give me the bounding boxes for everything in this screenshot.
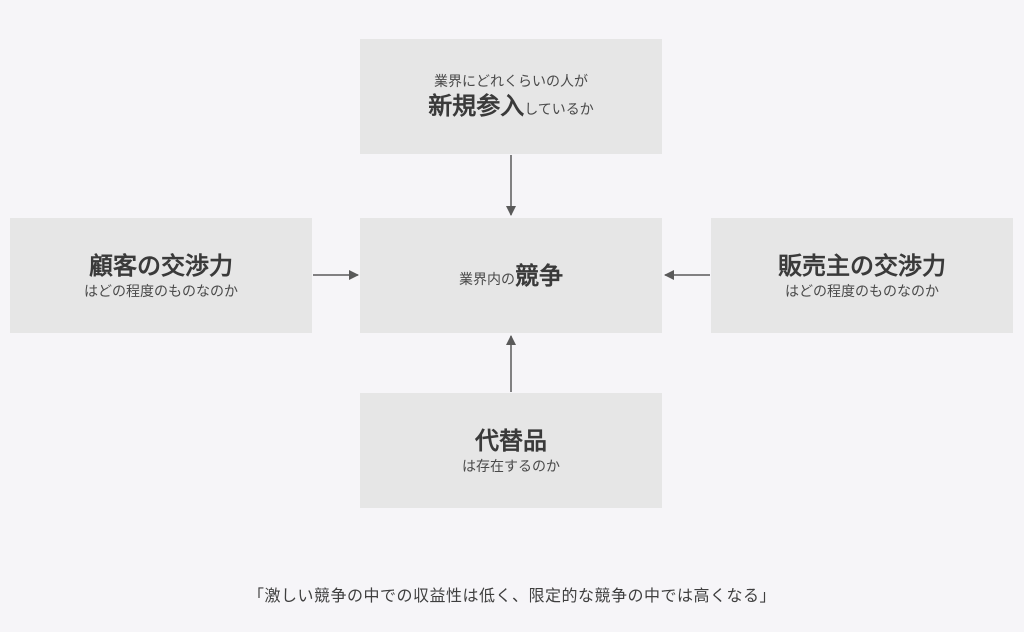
substitutes-title: 代替品	[475, 426, 547, 455]
rivalry-prefix: 業界内の	[459, 271, 515, 288]
rivalry-box: 業界内の 競争	[360, 218, 662, 333]
substitutes-sub: は存在するのか	[462, 458, 560, 475]
buyer-power-box: 顧客の交渉力 はどの程度のものなのか	[10, 218, 312, 333]
new-entrants-emphasis: 新規参入	[428, 91, 525, 120]
buyer-power-sub: はどの程度のものなのか	[84, 283, 238, 300]
substitutes-box: 代替品 は存在するのか	[360, 393, 662, 508]
new-entrants-line1: 業界にどれくらいの人が	[434, 73, 588, 90]
buyer-power-title: 顧客の交渉力	[89, 251, 233, 280]
new-entrants-box: 業界にどれくらいの人が 新規参入 しているか	[360, 39, 662, 154]
supplier-power-sub: はどの程度のものなのか	[785, 283, 939, 300]
caption: 「激しい競争の中での収益性は低く、限定的な競争の中では高くなる」	[247, 586, 776, 605]
supplier-power-box: 販売主の交渉力 はどの程度のものなのか	[711, 218, 1013, 333]
supplier-power-title: 販売主の交渉力	[778, 251, 946, 280]
new-entrants-suffix: しているか	[524, 101, 594, 118]
new-entrants-line2: 新規参入 しているか	[428, 91, 594, 121]
rivalry-emphasis: 競争	[515, 261, 563, 290]
rivalry-line: 業界内の 競争	[459, 261, 563, 291]
